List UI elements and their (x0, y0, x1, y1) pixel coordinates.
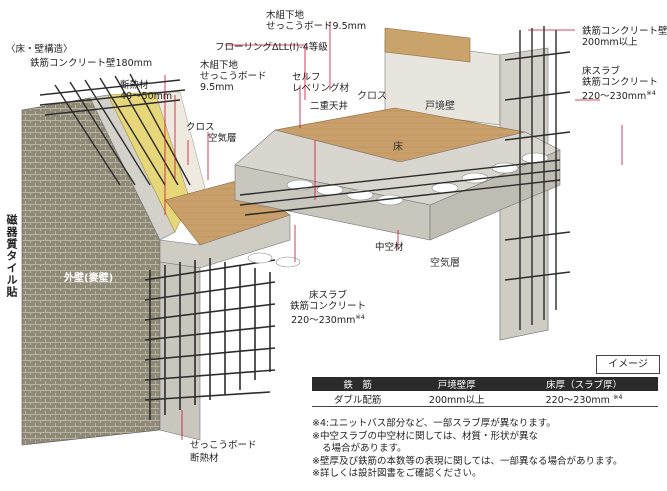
section-title: 〈床・壁構造〉 (6, 44, 73, 55)
spec-header-rebar: 鉄 筋 (312, 377, 404, 391)
label-flooring: フローリングΔLL(I)-4等級 (215, 42, 328, 53)
label-slab-bottom: 床スラブ 鉄筋コンクリート 220〜230mm※4 (290, 290, 366, 326)
label-cloth-left: クロス (186, 122, 215, 133)
label-wood-frame-top: 木組下地 せっこうボード9.5mm (266, 10, 366, 32)
label-gypsum: せっこうボード (190, 440, 257, 451)
label-insulation: 断熱材 40〜50mm (120, 80, 172, 102)
label-slab-right-line3: 220〜230mm (582, 91, 647, 103)
label-wood-frame-left-line2: せっこうボード (200, 71, 267, 82)
note-line: ※中空スラブの中空材に関しては、材質・形状が異な (312, 430, 538, 442)
label-wood-frame-left: 木組下地 せっこうボード 9.5mm (200, 60, 267, 93)
label-wood-frame-left-line1: 木組下地 (200, 60, 239, 71)
label-air-layer-left: 空気層 (208, 133, 237, 144)
label-slab-bottom-line3: 220〜230mm (291, 315, 356, 327)
label-slab-right-line1: 床スラブ (582, 66, 621, 77)
label-insulation-bottom: 断熱材 (190, 453, 219, 464)
wall-frame-top (384, 27, 471, 63)
label-insulation-line1: 断熱材 (120, 80, 149, 91)
label-tile: 磁器質タイル貼 (5, 214, 18, 298)
note-line: ※4:ユニットバス部分など、一部スラブ厚が異なります。 (312, 418, 556, 429)
spec-header-wall: 戸境壁厚 (403, 377, 511, 391)
label-floor: 床 (393, 142, 403, 153)
hollow-forms (247, 152, 549, 268)
note-line: る場合があります。 (322, 443, 407, 455)
label-air-layer-right: 空気層 (430, 258, 460, 269)
image-badge: イメージ (596, 355, 660, 374)
rebar-top-left (39, 73, 191, 186)
spec-cell-wall: 200mm以上 (403, 391, 511, 407)
label-wood-frame-top-line1: 木組下地 (266, 10, 305, 21)
label-hollow: 中空材 (375, 242, 404, 253)
notes: ※4:ユニットバス部分など、一部スラブ厚が異なります。 ※中空スラブの中空材に関… (312, 418, 623, 481)
rebar-right (239, 26, 571, 330)
label-self-leveling: セルフ レベリング材 (292, 72, 349, 94)
spec-cell-slab-value: 220〜230mm (545, 394, 610, 406)
note-line: ※詳しくは設計図書をご確認ください。 (312, 468, 482, 480)
label-rc-wall-right: 鉄筋コンクリート壁 200mm以上 (582, 26, 667, 48)
label-rc-wall-right-line1: 鉄筋コンクリート壁 (582, 26, 667, 37)
label-self-leveling-line1: セルフ (292, 72, 321, 83)
label-slab-right: 床スラブ 鉄筋コンクリート 220〜230mm※4 (582, 66, 658, 102)
label-slab-bottom-line2: 鉄筋コンクリート (290, 301, 367, 312)
label-slab-bottom-note: ※4 (355, 313, 365, 321)
label-wood-frame-top-line2: せっこうボード9.5mm (266, 21, 367, 32)
table-row: ダブル配筋 200mm以上 220〜230mm ※4 (312, 391, 658, 407)
spec-table: 鉄 筋 戸境壁厚 床厚（スラブ厚） ダブル配筋 200mm以上 220〜230m… (312, 377, 658, 407)
spec-cell-slab-note: ※4 (612, 392, 623, 401)
label-outer-wall: 外壁(妻壁) (64, 273, 114, 284)
leader-lines (164, 22, 623, 440)
rebar-cage-bottom (144, 258, 276, 420)
label-wood-frame-left-line3: 9.5mm (200, 82, 234, 93)
label-insulation-line2: 40〜50mm (120, 91, 173, 102)
label-unit-wall: 戸境壁 (425, 101, 455, 112)
label-wall-concrete: 鉄筋コンクリート壁180mm (30, 58, 153, 69)
label-slab-right-line2: 鉄筋コンクリート (582, 77, 659, 88)
label-rc-wall-right-line2: 200mm以上 (582, 37, 638, 48)
label-cloth-right: クロス (357, 91, 387, 102)
spec-table-header: 鉄 筋 戸境壁厚 床厚（スラブ厚） (312, 377, 658, 391)
label-slab-bottom-line1: 床スラブ (309, 290, 348, 301)
spec-header-slab: 床厚（スラブ厚） (510, 377, 658, 391)
spec-cell-slab: 220〜230mm ※4 (510, 391, 658, 407)
spec-cell-rebar: ダブル配筋 (312, 391, 404, 407)
label-self-leveling-line2: レベリング材 (292, 83, 350, 94)
note-line: ※壁厚及び鉄筋の本数等の表現に関しては、一部異なる場合があります。 (312, 455, 623, 467)
concrete-column-right (499, 189, 549, 341)
label-double-ceiling: 二重天井 (310, 101, 349, 112)
label-slab-right-note: ※4 (646, 89, 656, 97)
